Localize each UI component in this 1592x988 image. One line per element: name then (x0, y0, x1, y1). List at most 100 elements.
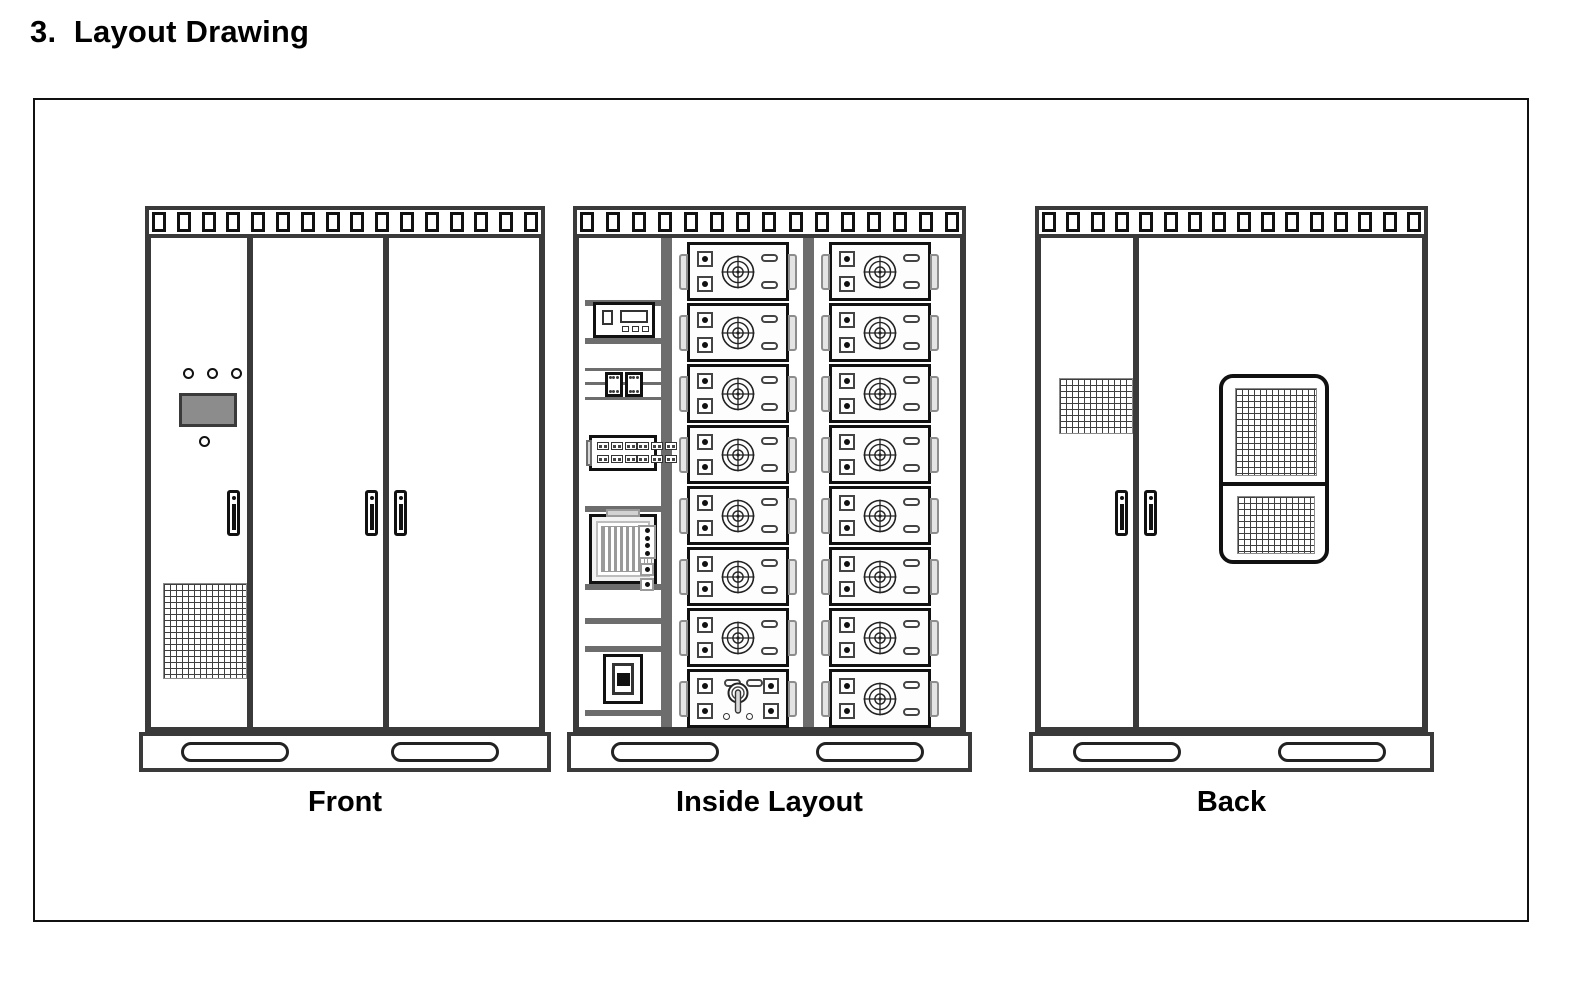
rack-indicator-button-bottom[interactable] (697, 337, 713, 353)
rack-indicator-button-bottom[interactable] (839, 520, 855, 536)
rack-indicator-button-top[interactable] (697, 434, 713, 450)
meter-button-2[interactable] (632, 326, 639, 332)
controller-button-2[interactable] (640, 578, 654, 591)
controller-button-dot (644, 582, 650, 587)
rack-indicator-button-top[interactable] (839, 495, 855, 511)
rack-indicator-button-tr[interactable] (763, 678, 779, 694)
rack-mount-ear-right (930, 558, 939, 595)
rack-indicator-button-top[interactable] (839, 373, 855, 389)
rack-indicator-button-top[interactable] (697, 312, 713, 328)
rack-vent-slot-top (903, 620, 920, 628)
front-door-handle-3[interactable] (394, 490, 407, 536)
controller-stack-dot-3[interactable] (644, 543, 650, 549)
rack-vent-slot-top (761, 254, 778, 262)
rack-unit[interactable] (821, 242, 939, 301)
front-louver-slot (325, 212, 340, 232)
front-door-handle-1[interactable] (227, 490, 240, 536)
rack-unit[interactable] (679, 242, 797, 301)
front-door-handle-2[interactable] (365, 490, 378, 536)
rack-indicator-dot (844, 439, 850, 445)
rack-indicator-button-bottom[interactable] (839, 642, 855, 658)
front-hmi-display-panel[interactable] (179, 393, 237, 427)
meter-button-3[interactable] (642, 326, 649, 332)
rack-unit[interactable] (679, 486, 797, 545)
breaker-module[interactable] (585, 368, 661, 402)
breaker-unit-1[interactable] (605, 372, 623, 397)
inside-louver-slot (892, 212, 907, 232)
rack-indicator-button-top[interactable] (697, 251, 713, 267)
rack-indicator-dot (702, 500, 708, 506)
rack-indicator-button-br[interactable] (763, 703, 779, 719)
rack-indicator-dot (844, 342, 850, 348)
controller-stack-dot-2[interactable] (644, 535, 650, 541)
terminal-cell (665, 442, 677, 450)
rack-indicator-button-top[interactable] (839, 678, 855, 694)
back-louver-slot (1139, 212, 1154, 232)
meter-button-group[interactable] (622, 326, 649, 332)
rack-indicator-button-bottom[interactable] (697, 581, 713, 597)
back-door-handle-1[interactable] (1115, 490, 1128, 536)
rack-indicator-button-bottom[interactable] (839, 337, 855, 353)
rack-indicator-button-bottom[interactable] (839, 276, 855, 292)
rack-unit[interactable] (821, 364, 939, 423)
front-louver-slot (201, 212, 216, 232)
rack-indicator-button-top[interactable] (839, 312, 855, 328)
rack-indicator-button-bottom[interactable] (697, 642, 713, 658)
controller-stack-dot-4[interactable] (644, 550, 650, 556)
meter-button-1[interactable] (622, 326, 629, 332)
controller-stack-dot-1[interactable] (644, 528, 650, 534)
rack-indicator-button-bottom[interactable] (839, 398, 855, 414)
rack-unit[interactable] (679, 608, 797, 667)
rack-unit[interactable] (821, 303, 939, 362)
rack-unit[interactable] (821, 608, 939, 667)
rack-indicator-dot (844, 708, 850, 714)
rack-indicator-button-top[interactable] (697, 495, 713, 511)
front-plinth-slot-2 (391, 742, 499, 762)
rack-indicator-button-bottom[interactable] (697, 520, 713, 536)
controller-button-1[interactable] (640, 563, 654, 576)
inside-view-caption: Inside Layout (676, 786, 863, 818)
rack-unit[interactable] (679, 547, 797, 606)
rack-unit[interactable] (679, 303, 797, 362)
rack-unit[interactable] (821, 486, 939, 545)
rack-indicator-button-top[interactable] (697, 373, 713, 389)
rack-unit[interactable] (679, 364, 797, 423)
rack-indicator-button-bottom[interactable] (697, 459, 713, 475)
rack-unit[interactable] (821, 669, 939, 728)
rack-unit[interactable] (821, 425, 939, 484)
rack-indicator-button-bottom[interactable] (697, 398, 713, 414)
cabinet-back-view: Back (1029, 206, 1434, 818)
rack-unit-control[interactable] (679, 669, 797, 728)
inside-louver-slot (840, 212, 855, 232)
rack-unit[interactable] (821, 547, 939, 606)
rack-indicator-button-top[interactable] (839, 434, 855, 450)
rack-indicator-button-top[interactable] (839, 617, 855, 633)
rack-indicator-button-top[interactable] (697, 556, 713, 572)
rack-indicator-button-tl[interactable] (697, 678, 713, 694)
rotary-selector-icon[interactable] (727, 682, 749, 716)
meter-module[interactable] (593, 302, 655, 338)
rack-indicator-button-bl[interactable] (697, 703, 713, 719)
breaker-unit-2[interactable] (625, 372, 643, 397)
rack-indicator-button-bottom[interactable] (697, 276, 713, 292)
rack-vent-slot-bottom (903, 342, 920, 350)
controller-module[interactable] (589, 509, 657, 591)
rack-indicator-dot (702, 464, 708, 470)
rack-indicator-button-top[interactable] (697, 617, 713, 633)
rack-indicator-button-bottom[interactable] (839, 459, 855, 475)
rack-vent-slot-bottom (761, 586, 778, 594)
switch-module[interactable] (603, 654, 643, 704)
rack-indicator-button-bottom[interactable] (839, 581, 855, 597)
rack-indicator-button-bottom[interactable] (839, 703, 855, 719)
back-door-handle-2[interactable] (1144, 490, 1157, 536)
rack-indicator-button-top[interactable] (839, 556, 855, 572)
breaker-terminals-top (609, 376, 619, 379)
terminal-group-right (637, 442, 677, 450)
rack-indicator-button-top[interactable] (839, 251, 855, 267)
front-reset-knob[interactable] (199, 436, 210, 447)
inside-louver-slot (866, 212, 881, 232)
back-louver-slot (1187, 212, 1202, 232)
terminal-block-module[interactable] (586, 435, 677, 471)
rack-unit[interactable] (679, 425, 797, 484)
controller-button-stack[interactable] (638, 525, 656, 559)
